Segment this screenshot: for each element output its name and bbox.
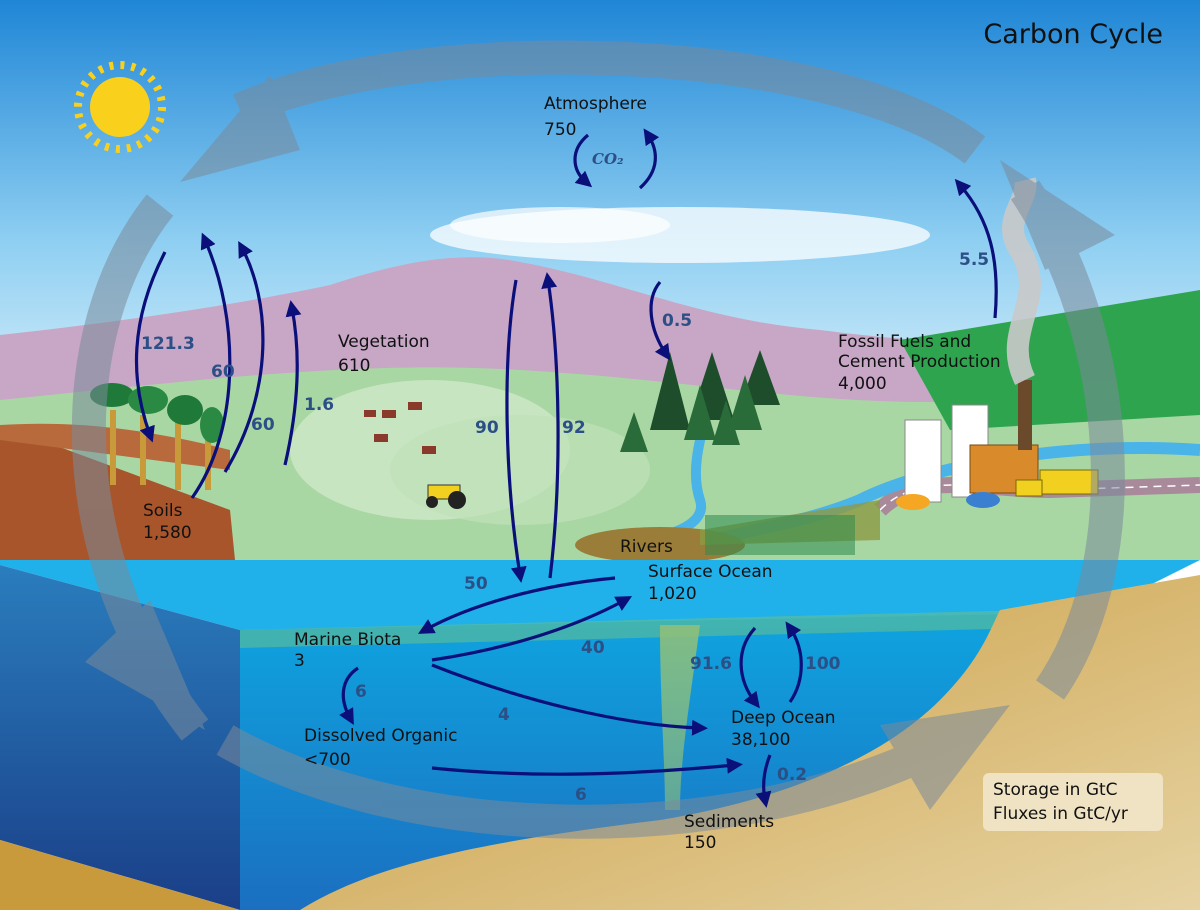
flux-surface-to-deep: 91.6 bbox=[690, 654, 732, 674]
sun-icon bbox=[74, 61, 166, 153]
flux-biota-to-deep: 4 bbox=[498, 705, 510, 725]
marine-biota-label: Marine Biota bbox=[294, 630, 401, 650]
legend-storage: Storage in GtC bbox=[993, 780, 1118, 800]
fossil-label-line2: Cement Production bbox=[838, 352, 1001, 372]
arrow-ocean-uptake bbox=[505, 279, 527, 583]
fossil-label-line1: Fossil Fuels and bbox=[838, 332, 971, 352]
dissolved-organic-label: Dissolved Organic bbox=[304, 726, 458, 746]
flux-surface-to-biota: 50 bbox=[464, 574, 488, 594]
flux-biota-to-surface: 40 bbox=[581, 638, 605, 658]
co2-label: CO₂ bbox=[592, 150, 624, 168]
arrow-dissolved-to-deep bbox=[431, 757, 743, 776]
legend-box: Storage in GtC Fluxes in GtC/yr bbox=[983, 773, 1163, 831]
arrow-surface-to-deep bbox=[739, 626, 760, 709]
flux-soil-respiration: 121.3 bbox=[141, 334, 195, 354]
arrow-biota-to-deep bbox=[431, 663, 708, 736]
flux-biota-to-dissolved: 6 bbox=[355, 682, 367, 702]
land-top bbox=[0, 290, 1200, 560]
arrow-land-use bbox=[283, 300, 302, 466]
conifer-trees bbox=[620, 350, 780, 452]
crop-field bbox=[705, 515, 855, 555]
flux-deep-to-surface: 100 bbox=[805, 654, 841, 674]
arrow-river-input bbox=[649, 280, 671, 361]
atmosphere-label: Atmosphere bbox=[544, 94, 647, 114]
arrow-ocean-release bbox=[541, 272, 560, 579]
circulation-arrows bbox=[71, 40, 1125, 839]
flux-photosynthesis-return: 60 bbox=[211, 362, 235, 382]
vegetation-label: Vegetation bbox=[338, 332, 430, 352]
flux-ocean-release: 92 bbox=[562, 418, 586, 438]
soils-label: Soils bbox=[143, 501, 183, 521]
flux-dissolved-to-deep: 6 bbox=[575, 785, 587, 805]
arrow-atm-loop-down bbox=[573, 133, 593, 188]
sea-floor bbox=[0, 575, 1200, 910]
arrow-soils-up bbox=[190, 232, 232, 499]
deep-ocean-label: Deep Ocean bbox=[731, 708, 836, 728]
arrow-biota-to-surface bbox=[431, 596, 633, 662]
vegetation-value: 610 bbox=[338, 356, 370, 376]
soils-value: 1,580 bbox=[143, 523, 192, 543]
flux-fossil-emissions: 5.5 bbox=[959, 250, 989, 270]
dissolved-organic-value: <700 bbox=[304, 750, 351, 770]
arrow-deep-to-sediments bbox=[755, 754, 772, 808]
atmosphere-value: 750 bbox=[544, 120, 576, 140]
flux-deep-to-sediments: 0.2 bbox=[777, 765, 807, 785]
arrow-soil-respiration bbox=[134, 251, 167, 443]
sediments-label: Sediments bbox=[684, 812, 774, 832]
surface-ocean-value: 1,020 bbox=[648, 584, 697, 604]
arrow-atm-loop-up bbox=[638, 128, 660, 190]
surface-ocean-label: Surface Ocean bbox=[648, 562, 773, 582]
diagram-title: Carbon Cycle bbox=[983, 19, 1163, 50]
flux-plant-respiration: 60 bbox=[251, 415, 275, 435]
deep-ocean-value: 38,100 bbox=[731, 730, 790, 750]
sediments-value: 150 bbox=[684, 833, 716, 853]
legend-fluxes: Fluxes in GtC/yr bbox=[993, 804, 1128, 824]
tractor bbox=[426, 484, 466, 509]
arrow-surface-to-biota bbox=[418, 576, 616, 634]
rivers-label: Rivers bbox=[620, 537, 673, 557]
flux-land-use: 1.6 bbox=[304, 395, 334, 415]
cattle bbox=[364, 402, 436, 454]
flux-ocean-uptake: 90 bbox=[475, 418, 499, 438]
arrow-vegetation-up bbox=[223, 240, 265, 473]
arrow-biota-to-dissolved bbox=[339, 666, 359, 725]
marine-biota-value: 3 bbox=[294, 651, 305, 671]
flux-arrows bbox=[134, 128, 998, 808]
arrow-fossil-emissions bbox=[954, 178, 998, 319]
fossil-value: 4,000 bbox=[838, 374, 887, 394]
flux-river-input: 0.5 bbox=[662, 311, 692, 331]
arrow-deep-to-surface bbox=[785, 621, 803, 703]
